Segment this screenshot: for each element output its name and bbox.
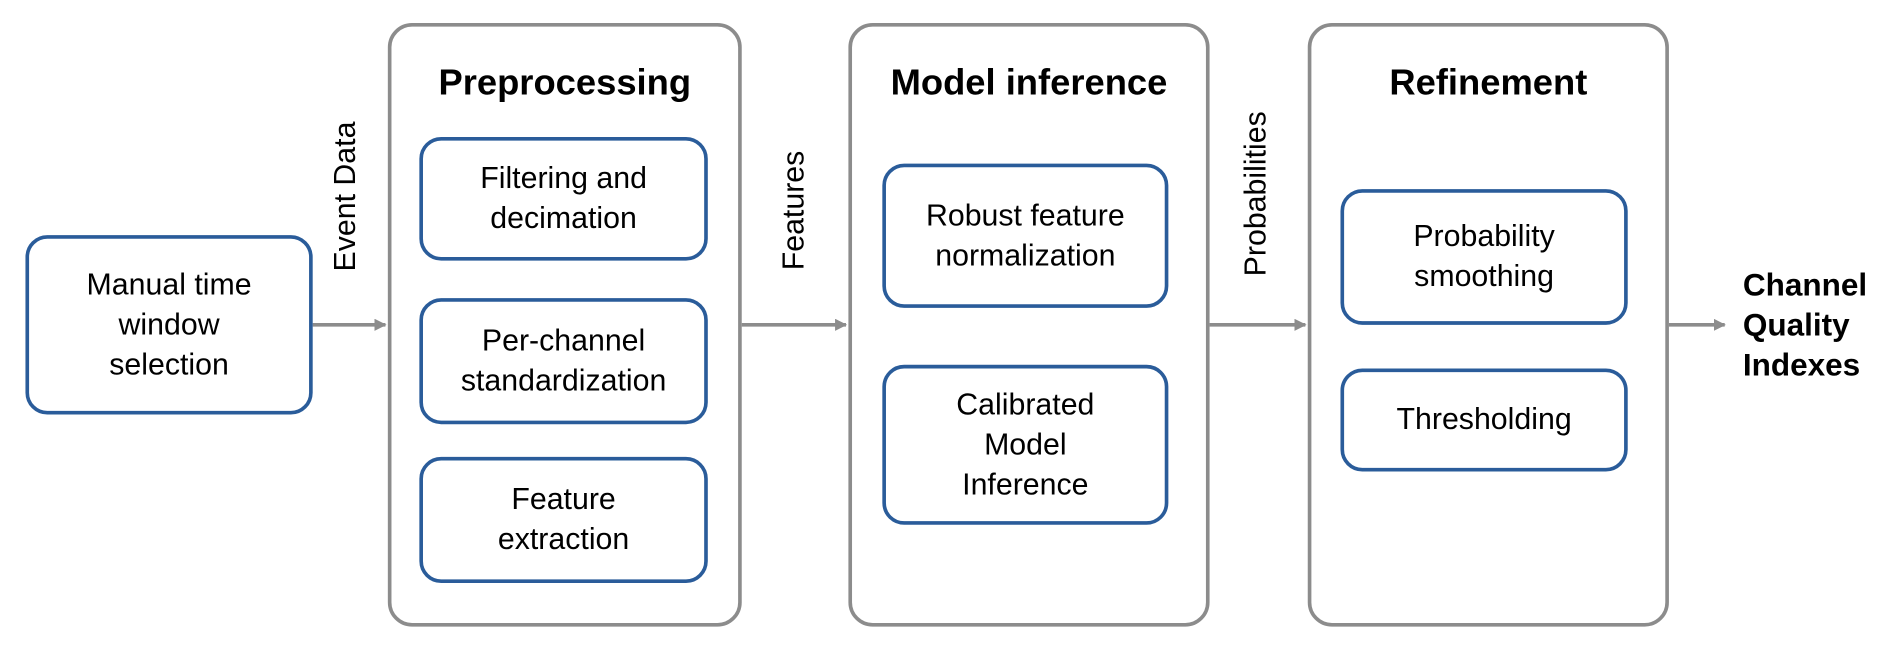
calibrated-model-inference-box: Calibrated Model Inference: [882, 364, 1169, 525]
feature-extraction-box: Feature extraction: [419, 456, 708, 583]
channel-quality-indexes-output: Channel Quality Indexes: [1742, 266, 1868, 383]
thresholding-box: Thresholding: [1340, 368, 1628, 472]
input-box-label: Manual time window selection: [86, 267, 252, 382]
manual-time-window-selection-box: Manual time window selection: [25, 235, 313, 415]
filtering-decimation-box: Filtering and decimation: [419, 136, 708, 261]
step-label: Feature extraction: [497, 482, 630, 557]
panel-title: Model inference: [890, 63, 1168, 104]
step-label: Per-channel standardization: [460, 323, 667, 398]
edge-label-event-data: Event Data: [328, 121, 363, 272]
per-channel-standardization-box: Per-channel standardization: [419, 298, 708, 425]
model-inference-panel: Model inference: [848, 23, 1210, 627]
probability-smoothing-box: Probability smoothing: [1340, 189, 1628, 325]
panel-title: Refinement: [1389, 63, 1588, 104]
step-label: Probability smoothing: [1413, 219, 1555, 294]
step-label: Filtering and decimation: [480, 161, 647, 236]
edge-label-probabilities: Probabilities: [1238, 111, 1273, 277]
step-label: Robust feature normalization: [925, 198, 1125, 273]
panel-title: Preprocessing: [438, 63, 692, 104]
step-label: Thresholding: [1396, 402, 1572, 437]
robust-feature-normalization-box: Robust feature normalization: [882, 163, 1169, 308]
edge-label-features: Features: [776, 150, 811, 271]
step-label: Calibrated Model Inference: [956, 387, 1095, 502]
